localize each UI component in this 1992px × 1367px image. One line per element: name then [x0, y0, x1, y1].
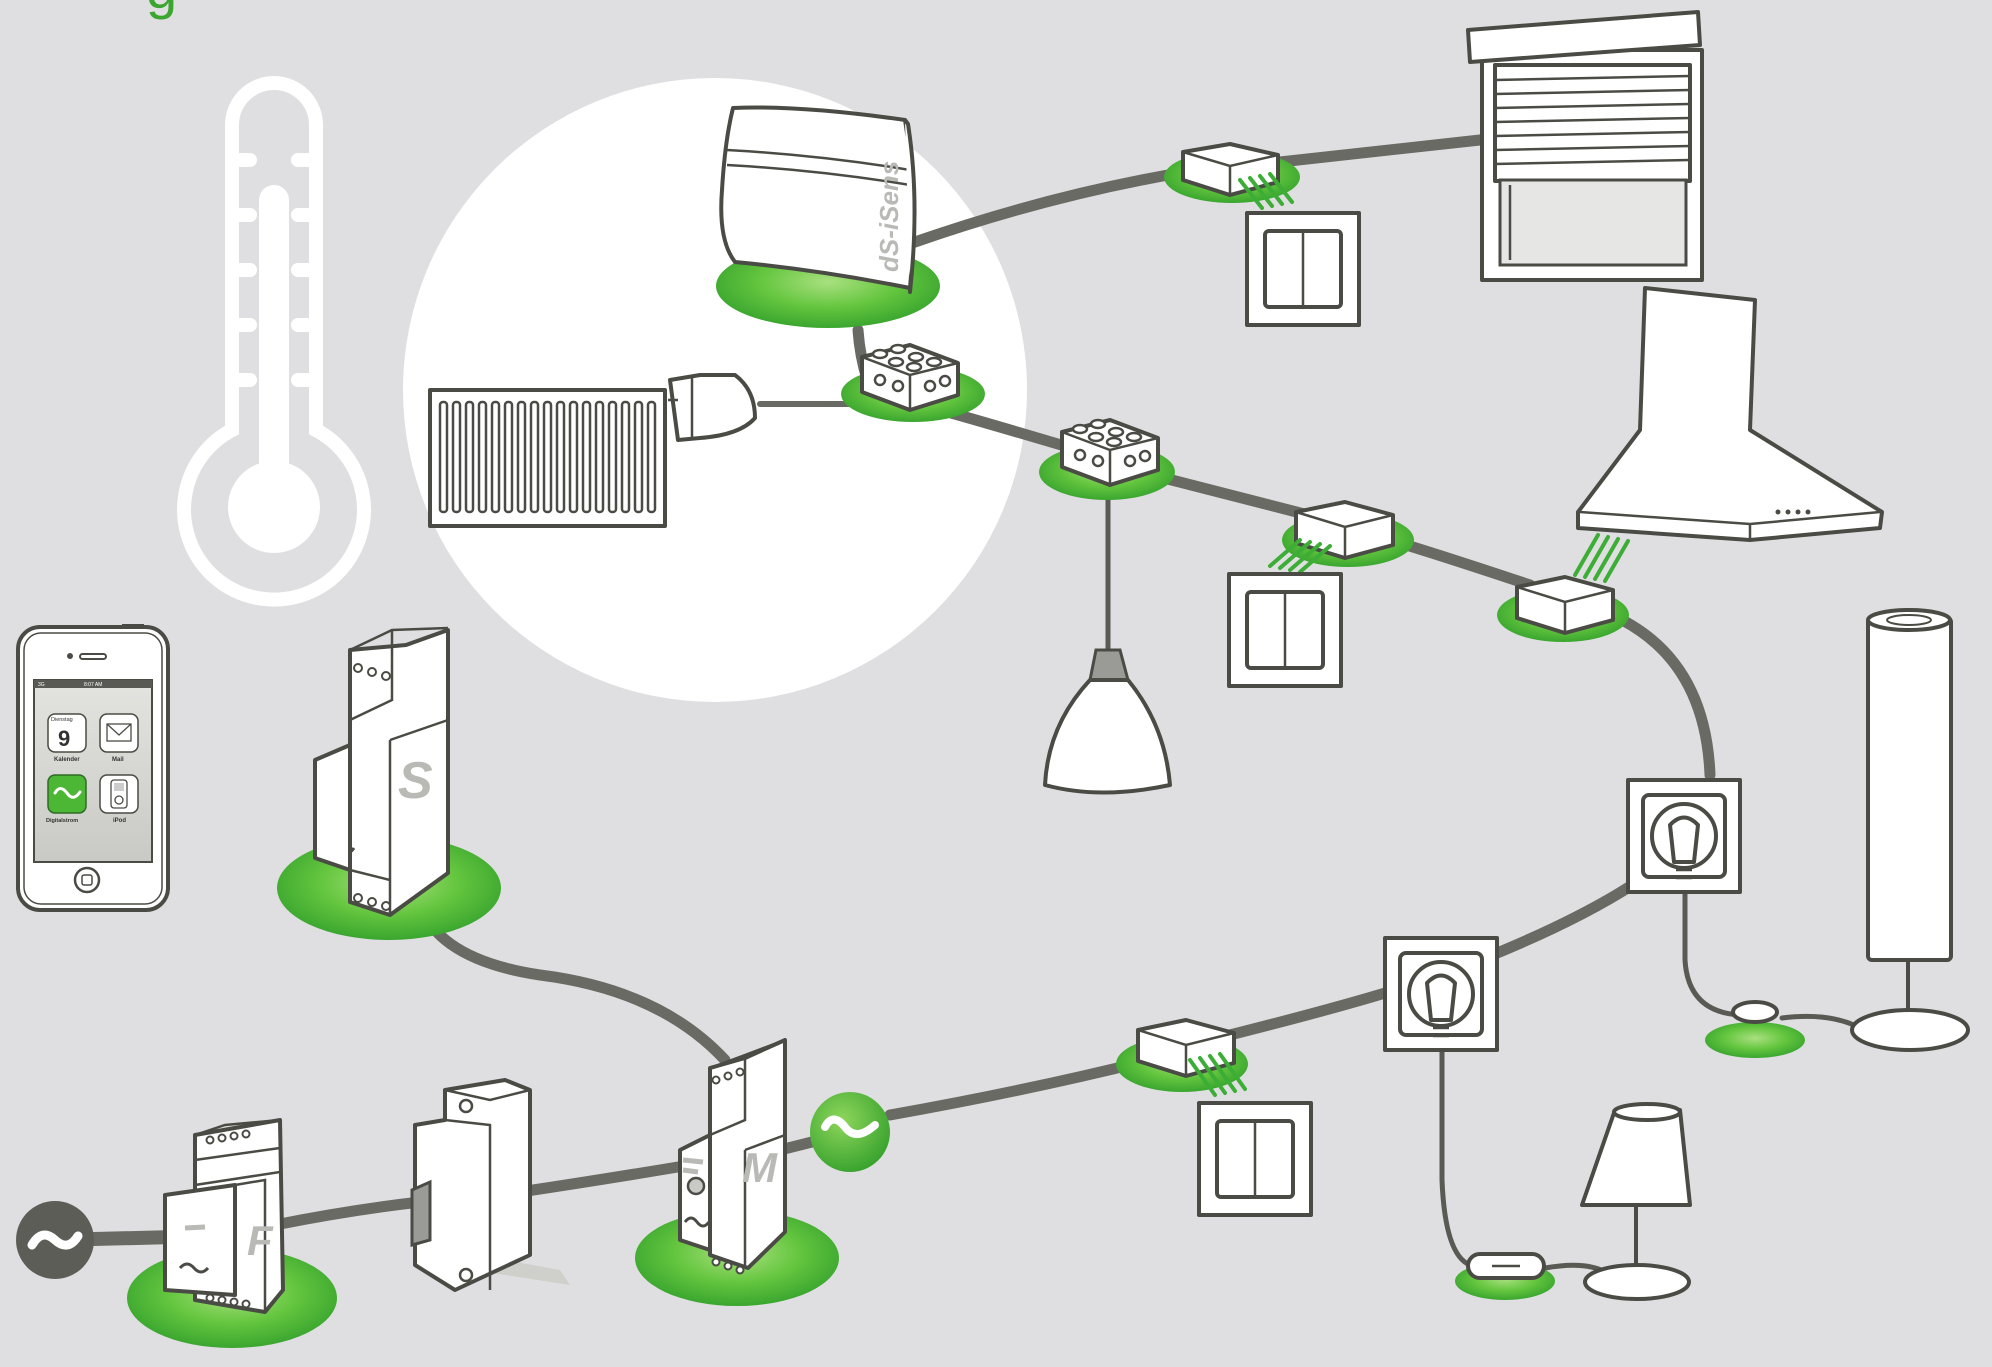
app-label-mail: Mail — [112, 757, 124, 763]
wall-socket-right — [1626, 778, 1742, 894]
app-label-digitalstrom: Digitalstrom — [46, 818, 78, 824]
light-switch-mid — [1227, 572, 1343, 688]
ds-isens-device: dS-iSens — [719, 105, 917, 294]
roller-shutter — [1466, 10, 1704, 282]
terminal-block-1 — [860, 343, 960, 412]
smartphone: 3G 8:07 AM Dienstag 9 Kalender Mail Digi… — [16, 624, 170, 912]
floor-lamp — [1731, 608, 1970, 1052]
thermometer-icon — [177, 76, 371, 607]
digitalstrom-logo-icon — [810, 1092, 890, 1172]
ds-terminal-shutter — [1181, 142, 1294, 210]
isens-label: dS-iSens — [874, 161, 904, 272]
calendar-icon: 9 — [58, 726, 70, 751]
server-letter: S — [398, 752, 433, 810]
range-hood — [1576, 286, 1884, 542]
wall-socket-left — [1383, 936, 1499, 1052]
calendar-weekday: Dienstag — [51, 717, 73, 723]
digitalstrom-icon — [53, 787, 82, 799]
phone-carrier: 3G — [38, 682, 45, 688]
mail-icon — [106, 723, 132, 742]
phone-time: 8:07 AM — [84, 682, 102, 688]
app-ipod[interactable]: iPod — [99, 774, 139, 824]
app-mail[interactable]: Mail — [99, 713, 139, 763]
mains-supply-icon — [16, 1201, 94, 1279]
din-module-filter: F — [163, 1118, 285, 1314]
ds-terminal-switch-mid — [1268, 500, 1395, 574]
pendant-lamp — [1043, 648, 1172, 795]
app-label-kalender: Kalender — [54, 757, 80, 763]
ds-terminal-switch-low — [1136, 1018, 1247, 1097]
terminal-block-2 — [1060, 418, 1160, 487]
filter-letter: F — [247, 1217, 274, 1264]
meter-letter: M — [742, 1144, 778, 1191]
app-digitalstrom[interactable]: Digitalstrom — [46, 774, 87, 824]
app-label-ipod: iPod — [113, 818, 126, 824]
ds-terminal-hood — [1515, 533, 1630, 635]
table-lamp — [1466, 1102, 1692, 1301]
radiator — [428, 373, 757, 528]
circuit-breaker — [410, 1078, 570, 1292]
ipod-icon — [110, 779, 128, 809]
app-kalender[interactable]: Dienstag 9 Kalender — [47, 713, 87, 763]
server-front-panel — [313, 743, 352, 872]
page-title: g — [146, 0, 177, 20]
light-switch-top — [1245, 211, 1361, 327]
din-module-meter: M — [678, 1038, 787, 1275]
light-switch-low — [1197, 1101, 1313, 1217]
